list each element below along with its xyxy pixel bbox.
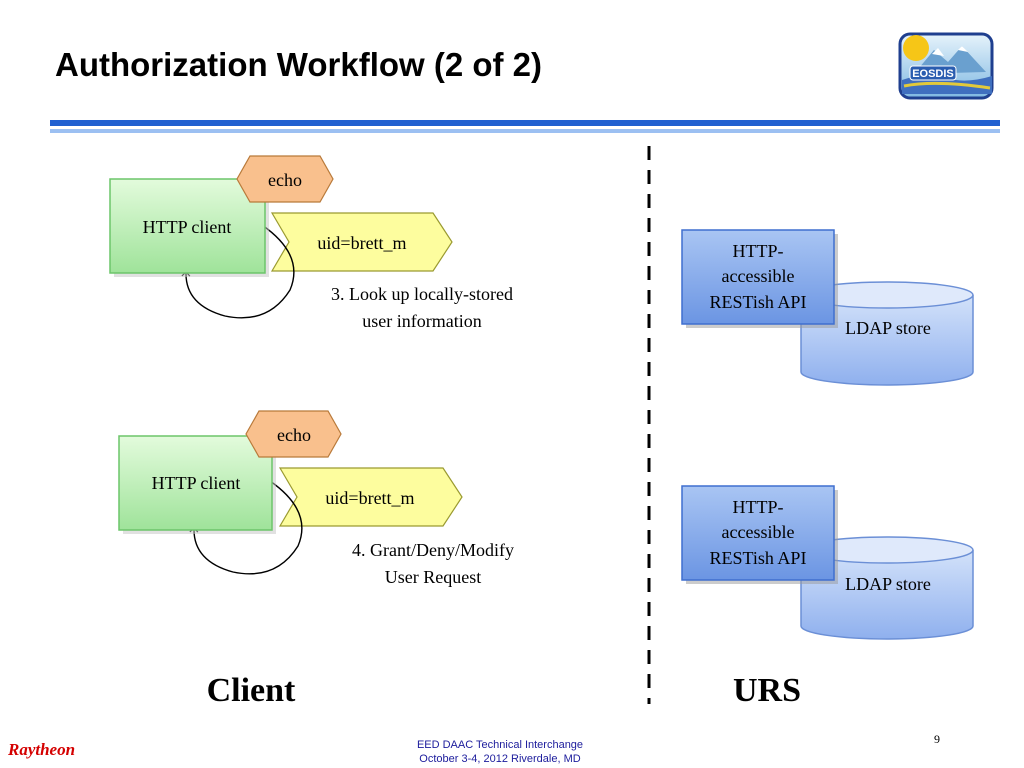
svg-text:RESTish API: RESTish API	[710, 292, 807, 312]
restish-api-box-2: HTTP- accessible RESTish API	[681, 485, 838, 584]
svg-text:uid=brett_m: uid=brett_m	[317, 233, 406, 253]
footer-line-2: October 3-4, 2012 Riverdale, MD	[419, 753, 581, 765]
svg-text:HTTP-: HTTP-	[733, 497, 784, 517]
client-heading: Client	[207, 672, 296, 709]
svg-text:echo: echo	[277, 425, 311, 445]
sun-icon	[903, 35, 929, 61]
step-text-4-line1: 4. Grant/Deny/Modify	[352, 540, 514, 560]
svg-text:echo: echo	[268, 170, 302, 190]
svg-text:HTTP client: HTTP client	[143, 217, 232, 237]
step-text-4-line2: User Request	[385, 567, 481, 587]
svg-text:HTTP-: HTTP-	[733, 241, 784, 261]
uid-tag-1: uid=brett_m	[270, 212, 453, 272]
svg-text:uid=brett_m: uid=brett_m	[325, 488, 414, 508]
echo-tag-1: echo	[236, 155, 334, 203]
header-rule-light	[50, 129, 1000, 133]
slide-title: Authorization Workflow (2 of 2)	[55, 46, 543, 83]
uid-tag-2: uid=brett_m	[278, 467, 463, 527]
svg-text:RESTish API: RESTish API	[710, 548, 807, 568]
loop-arrow-1	[181, 224, 295, 319]
svg-text:LDAP store: LDAP store	[845, 318, 931, 338]
svg-text:accessible: accessible	[722, 522, 795, 542]
http-client-box-1: HTTP client	[109, 178, 269, 277]
http-client-box-2: HTTP client	[118, 435, 276, 534]
footer: EED DAAC Technical Interchange October 3…	[380, 738, 620, 766]
step-text-3-line1: 3. Look up locally-stored	[331, 284, 513, 304]
ldap-store-1: LDAP store	[800, 281, 974, 386]
step-text-3-line2: user information	[362, 311, 481, 331]
urs-heading: URS	[733, 672, 801, 709]
svg-text:HTTP client: HTTP client	[152, 473, 241, 493]
echo-tag-2: echo	[245, 410, 342, 458]
ldap-store-2: LDAP store	[800, 536, 974, 640]
svg-text:LDAP store: LDAP store	[845, 574, 931, 594]
loop-arrow-2	[189, 480, 303, 575]
svg-text:accessible: accessible	[722, 266, 795, 286]
page-number: 9	[934, 732, 940, 746]
restish-api-box-1: HTTP- accessible RESTish API	[681, 229, 838, 328]
logo-text: EOSDIS	[912, 68, 954, 80]
eosdis-logo: EOSDIS	[898, 32, 994, 100]
header-rule-dark	[50, 120, 1000, 126]
raytheon-logo: Raytheon	[8, 740, 76, 759]
footer-line-1: EED DAAC Technical Interchange	[416, 739, 584, 751]
